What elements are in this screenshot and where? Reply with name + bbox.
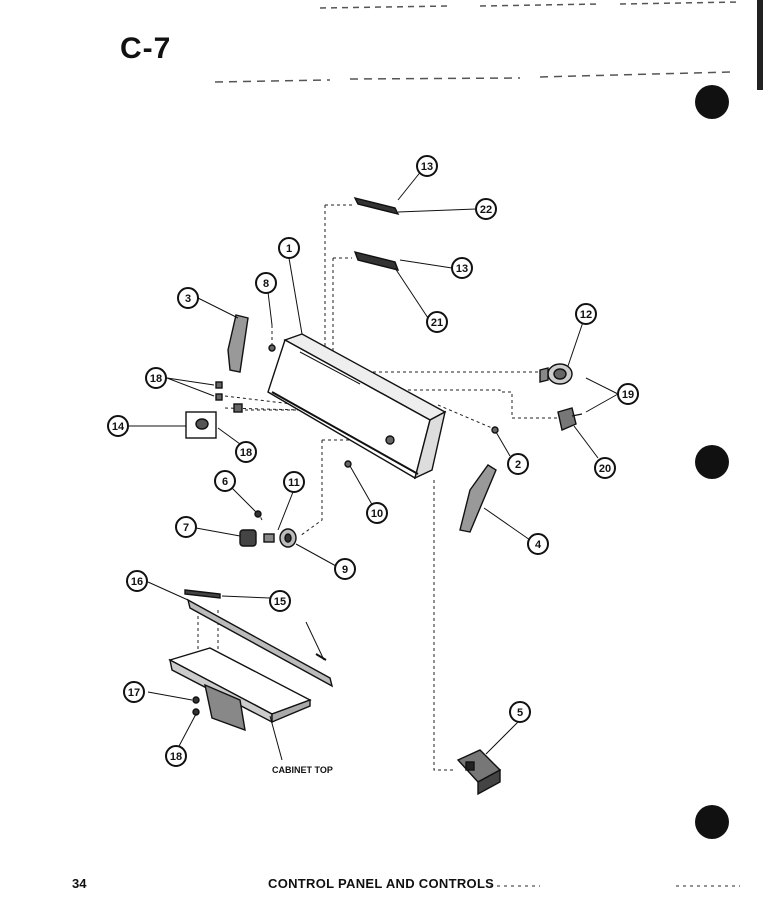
page-number: 34 (72, 876, 87, 891)
svg-text:1: 1 (286, 243, 292, 255)
callout-18c: 18 (165, 745, 187, 767)
binder-hole-middle (695, 445, 729, 479)
callout-2: 2 (507, 453, 529, 475)
scan-noise (214, 0, 763, 90)
svg-text:18: 18 (170, 751, 182, 763)
callout-22: 22 (475, 198, 497, 220)
callout-18a: 18 (145, 367, 167, 389)
callout-18b: 18 (235, 441, 257, 463)
svg-text:21: 21 (431, 317, 443, 329)
svg-text:22: 22 (480, 204, 492, 216)
callout-14: 14 (107, 415, 129, 437)
svg-text:13: 13 (421, 161, 433, 173)
callout-4: 4 (527, 533, 549, 555)
cabinet-rail (184, 589, 334, 688)
knob-parts (215, 344, 499, 468)
callout-3: 3 (177, 287, 199, 309)
svg-text:3: 3 (185, 293, 191, 305)
selector-switch (557, 407, 583, 431)
end-cap-right (459, 464, 497, 533)
callouts: 13 22 1 13 3 8 21 12 18 19 14 18 2 20 6 … (107, 155, 639, 767)
svg-text:10: 10 (371, 508, 383, 520)
svg-text:11: 11 (288, 477, 300, 489)
svg-text:4: 4 (535, 539, 542, 551)
svg-text:2: 2 (515, 459, 521, 471)
svg-text:8: 8 (263, 278, 269, 290)
svg-text:7: 7 (183, 522, 189, 534)
callout-10: 10 (366, 502, 388, 524)
svg-text:16: 16 (131, 576, 143, 588)
callout-9: 9 (334, 558, 356, 580)
callout-12: 12 (575, 303, 597, 325)
callout-8a: 8 (255, 272, 277, 294)
svg-text:9: 9 (342, 564, 348, 576)
callout-1: 1 (278, 237, 300, 259)
svg-text:18: 18 (240, 447, 252, 459)
trim-strip-lower (353, 250, 400, 272)
callout-17: 17 (123, 681, 145, 703)
binder-hole-top (695, 85, 729, 119)
callout-19: 19 (617, 383, 639, 405)
temperature-knob (239, 510, 297, 548)
svg-text:17: 17 (128, 687, 140, 699)
cabinet-top (168, 647, 312, 732)
page-code: C-7 (120, 32, 172, 65)
svg-text:12: 12 (580, 309, 592, 321)
binder-holes (695, 85, 729, 839)
svg-text:19: 19 (622, 389, 634, 401)
callout-6: 6 (214, 470, 236, 492)
svg-text:15: 15 (274, 596, 286, 608)
control-panel (267, 333, 447, 480)
callout-7: 7 (175, 516, 197, 538)
svg-text:14: 14 (112, 421, 125, 433)
callout-5: 5 (509, 701, 531, 723)
callout-15: 15 (269, 590, 291, 612)
callout-11: 11 (283, 471, 305, 493)
callout-20: 20 (594, 457, 616, 479)
knob-bracket (185, 411, 217, 439)
end-cap-left (227, 314, 249, 373)
svg-text:20: 20 (599, 463, 611, 475)
callout-13b: 13 (451, 257, 473, 279)
page-caption: CONTROL PANEL AND CONTROLS (268, 876, 495, 891)
callout-13a: 13 (416, 155, 438, 177)
svg-text:18: 18 (150, 373, 162, 385)
svg-text:5: 5 (517, 707, 523, 719)
cabinet-top-label: CABINET TOP (272, 765, 333, 775)
parts (168, 196, 583, 796)
svg-text:13: 13 (456, 263, 468, 275)
trim-strip-upper (353, 196, 400, 216)
svg-text:6: 6 (222, 476, 228, 488)
binder-hole-bottom (695, 805, 729, 839)
leader-lines (128, 169, 619, 761)
wiring-block (456, 749, 502, 796)
callout-21: 21 (426, 311, 448, 333)
callout-16: 16 (126, 570, 148, 592)
timer (539, 363, 573, 385)
